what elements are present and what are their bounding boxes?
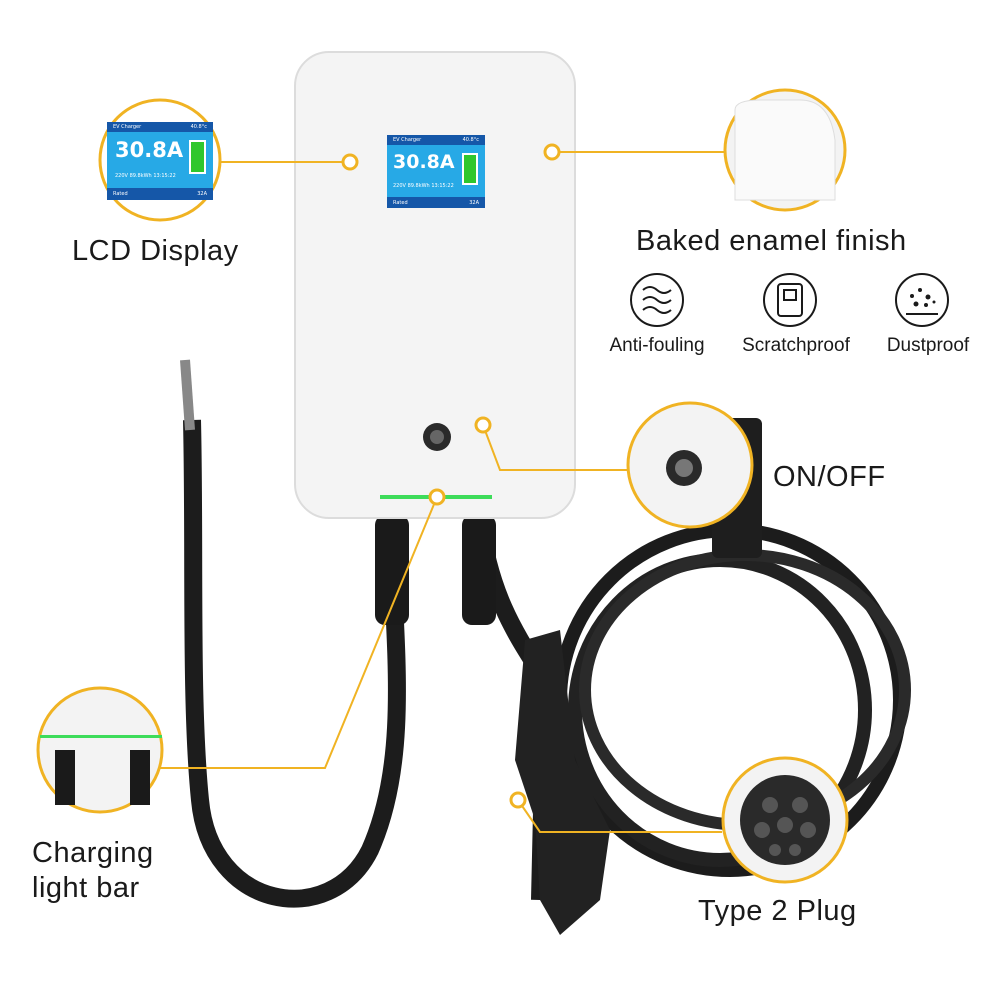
- lcd-zoom-current: 30.8A: [115, 138, 184, 162]
- lcd-zoom-time: 13:15:22: [153, 173, 176, 179]
- feature-scratchproof: Scratchproof: [742, 335, 850, 356]
- feature-dustproof: Dustproof: [886, 335, 970, 356]
- cable-wires: [180, 359, 195, 431]
- lightbar-label-line2: light bar: [32, 871, 140, 904]
- lightbar-label-line1: Charging: [32, 837, 154, 869]
- lcd-temp: 40.8°c: [462, 137, 479, 143]
- lcd-energy: 89.8kWh: [407, 183, 430, 189]
- dust-icon: [895, 273, 949, 327]
- onoff-label: ON/OFF: [773, 461, 886, 493]
- lcd-display-label: LCD Display: [72, 235, 239, 267]
- lcd-title: EV Charger: [393, 137, 422, 143]
- lcd-voltage: 220V: [393, 183, 406, 189]
- lcd-time: 13:15:22: [431, 183, 454, 189]
- lcd-rated-label: Rated: [393, 199, 408, 206]
- lcd-zoom-rated-label: Rated: [113, 191, 128, 197]
- panel-icon: [763, 273, 817, 327]
- battery-icon: [189, 140, 206, 174]
- plug-label: Type 2 Plug: [698, 895, 857, 927]
- lcd-zoom-energy: 89.8kWh: [129, 173, 152, 179]
- input-cable: [183, 419, 406, 908]
- charger-lcd: EV Charger 40.8°c 30.8A 220V 89.8kWh 13:1…: [387, 135, 485, 208]
- charger-body: [294, 51, 576, 519]
- lcd-zoom-rated-value: 32A: [197, 191, 207, 197]
- type2-plug: [515, 630, 610, 935]
- lcd-rated-value: 32A: [469, 199, 479, 206]
- waves-icon: [630, 273, 684, 327]
- lcd-zoom-temp: 40.8°c: [190, 124, 207, 130]
- lightbar-label: Charging light bar: [32, 836, 154, 906]
- lcd-current: 30.8A: [393, 151, 455, 173]
- lcd-zoom: EV Charger 40.8°c 30.8A 220V 89.8kWh 13:1…: [107, 122, 213, 200]
- lcd-zoom-voltage: 220V: [115, 173, 128, 179]
- finish-label: Baked enamel finish: [636, 225, 907, 257]
- lcd-zoom-title: EV Charger: [113, 124, 142, 130]
- feature-anti-fouling: Anti-fouling: [609, 335, 705, 356]
- battery-icon: [462, 153, 478, 185]
